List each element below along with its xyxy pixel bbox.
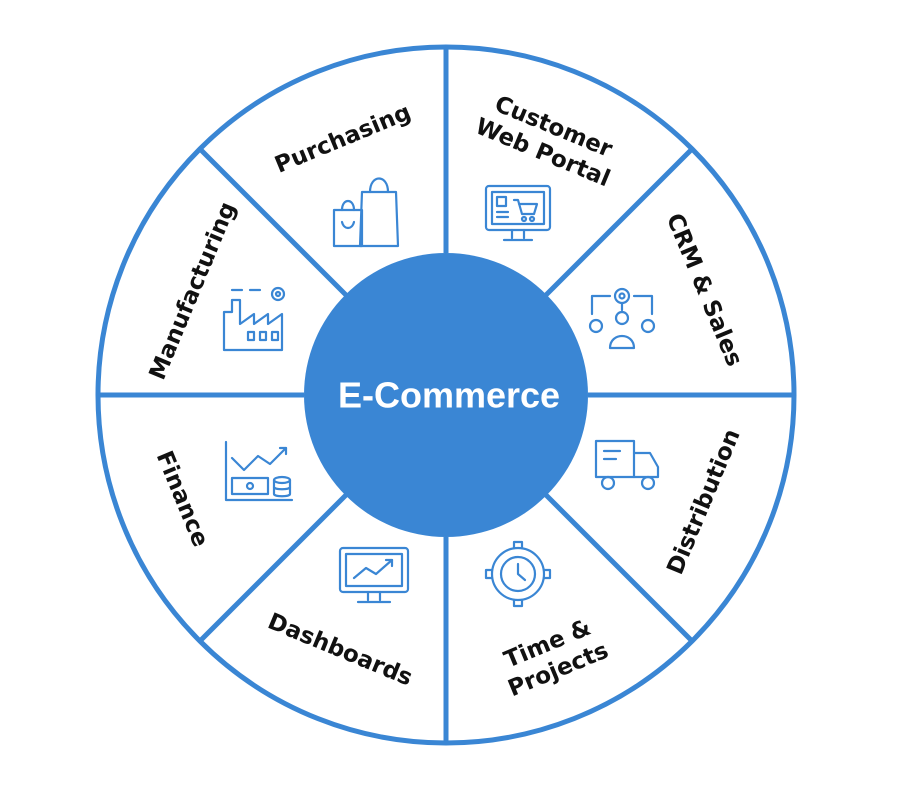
divider-bottom-left — [198, 493, 348, 643]
center-circle — [304, 253, 588, 537]
delivery-truck-icon — [594, 439, 660, 491]
factory-icon — [222, 286, 286, 352]
center-label: E-Commerce — [338, 375, 560, 416]
monitor-trend-icon — [338, 546, 410, 604]
divider-top-right — [544, 147, 694, 297]
segment-dividers — [98, 47, 794, 743]
gear-clock-icon — [484, 540, 552, 608]
customer-process-icon — [588, 287, 656, 350]
money-growth-icon — [224, 440, 294, 502]
divider-bottom-right — [544, 493, 694, 643]
shopping-bags-icon — [332, 177, 400, 248]
monitor-cart-icon — [484, 184, 552, 242]
divider-top-left — [198, 147, 348, 297]
